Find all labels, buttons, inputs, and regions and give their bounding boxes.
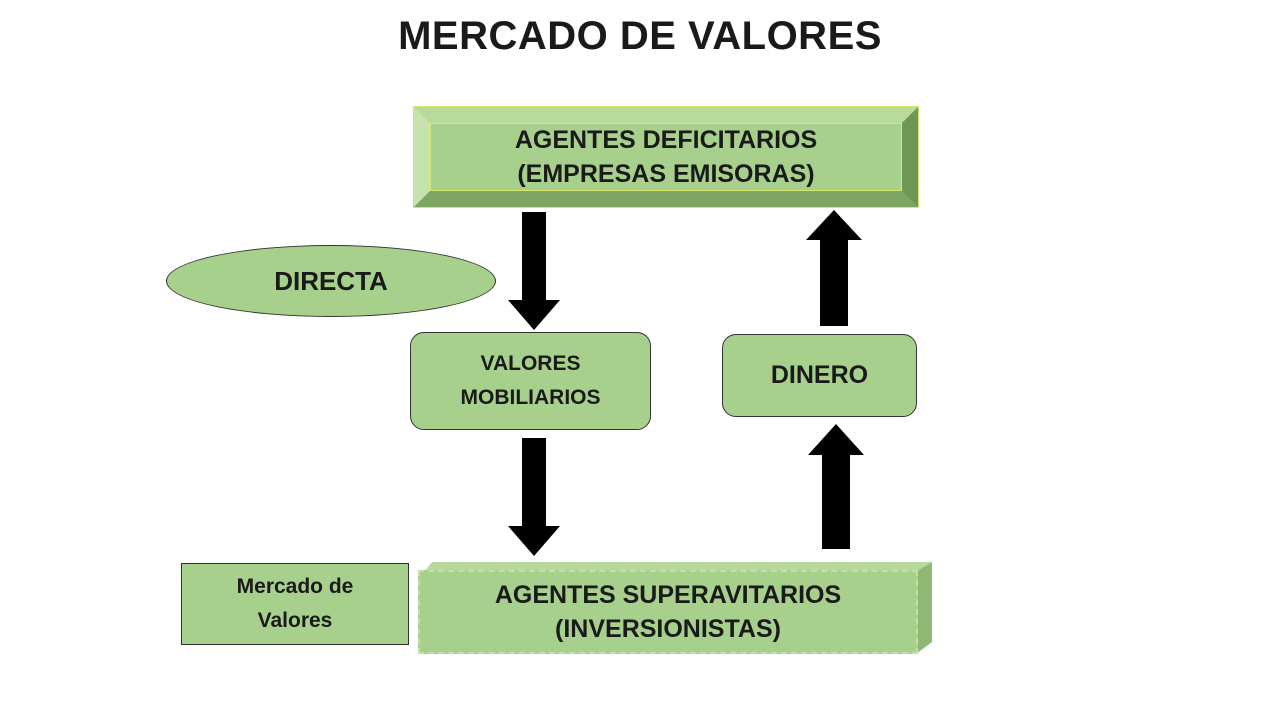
- directa-label: DIRECTA: [274, 265, 388, 296]
- superavitarios-line1: AGENTES SUPERAVITARIOS: [494, 581, 842, 609]
- deficitarios-line2: (EMPRESAS EMISORAS): [517, 160, 815, 188]
- mercado-de-valores-box: Mercado de Valores: [181, 563, 409, 645]
- agentes-superavitarios-box: AGENTES SUPERAVITARIOS (INVERSIONISTAS): [418, 562, 932, 654]
- agentes-deficitarios-box: AGENTES DEFICITARIOS (EMPRESAS EMISORAS): [413, 106, 919, 208]
- valores-line1: VALORES: [480, 352, 581, 375]
- arrow-down-to-valores: [508, 212, 560, 330]
- deficitarios-line1: AGENTES DEFICITARIOS: [514, 126, 818, 154]
- directa-ellipse: DIRECTA: [166, 245, 496, 317]
- mercado-line2: Valores: [257, 609, 333, 632]
- page-title: MERCADO DE VALORES: [398, 14, 882, 58]
- arrow-up-to-deficitarios: [806, 210, 862, 326]
- mercado-line1: Mercado de: [236, 575, 354, 598]
- arrow-down-to-superavitarios: [508, 438, 560, 556]
- dinero-box: DINERO: [722, 334, 917, 417]
- dinero-label: DINERO: [770, 361, 869, 389]
- arrow-up-to-dinero: [808, 424, 864, 549]
- valores-line2: MOBILIARIOS: [460, 386, 601, 409]
- valores-mobiliarios-box: VALORES MOBILIARIOS: [410, 332, 651, 430]
- superavitarios-line2: (INVERSIONISTAS): [555, 615, 781, 643]
